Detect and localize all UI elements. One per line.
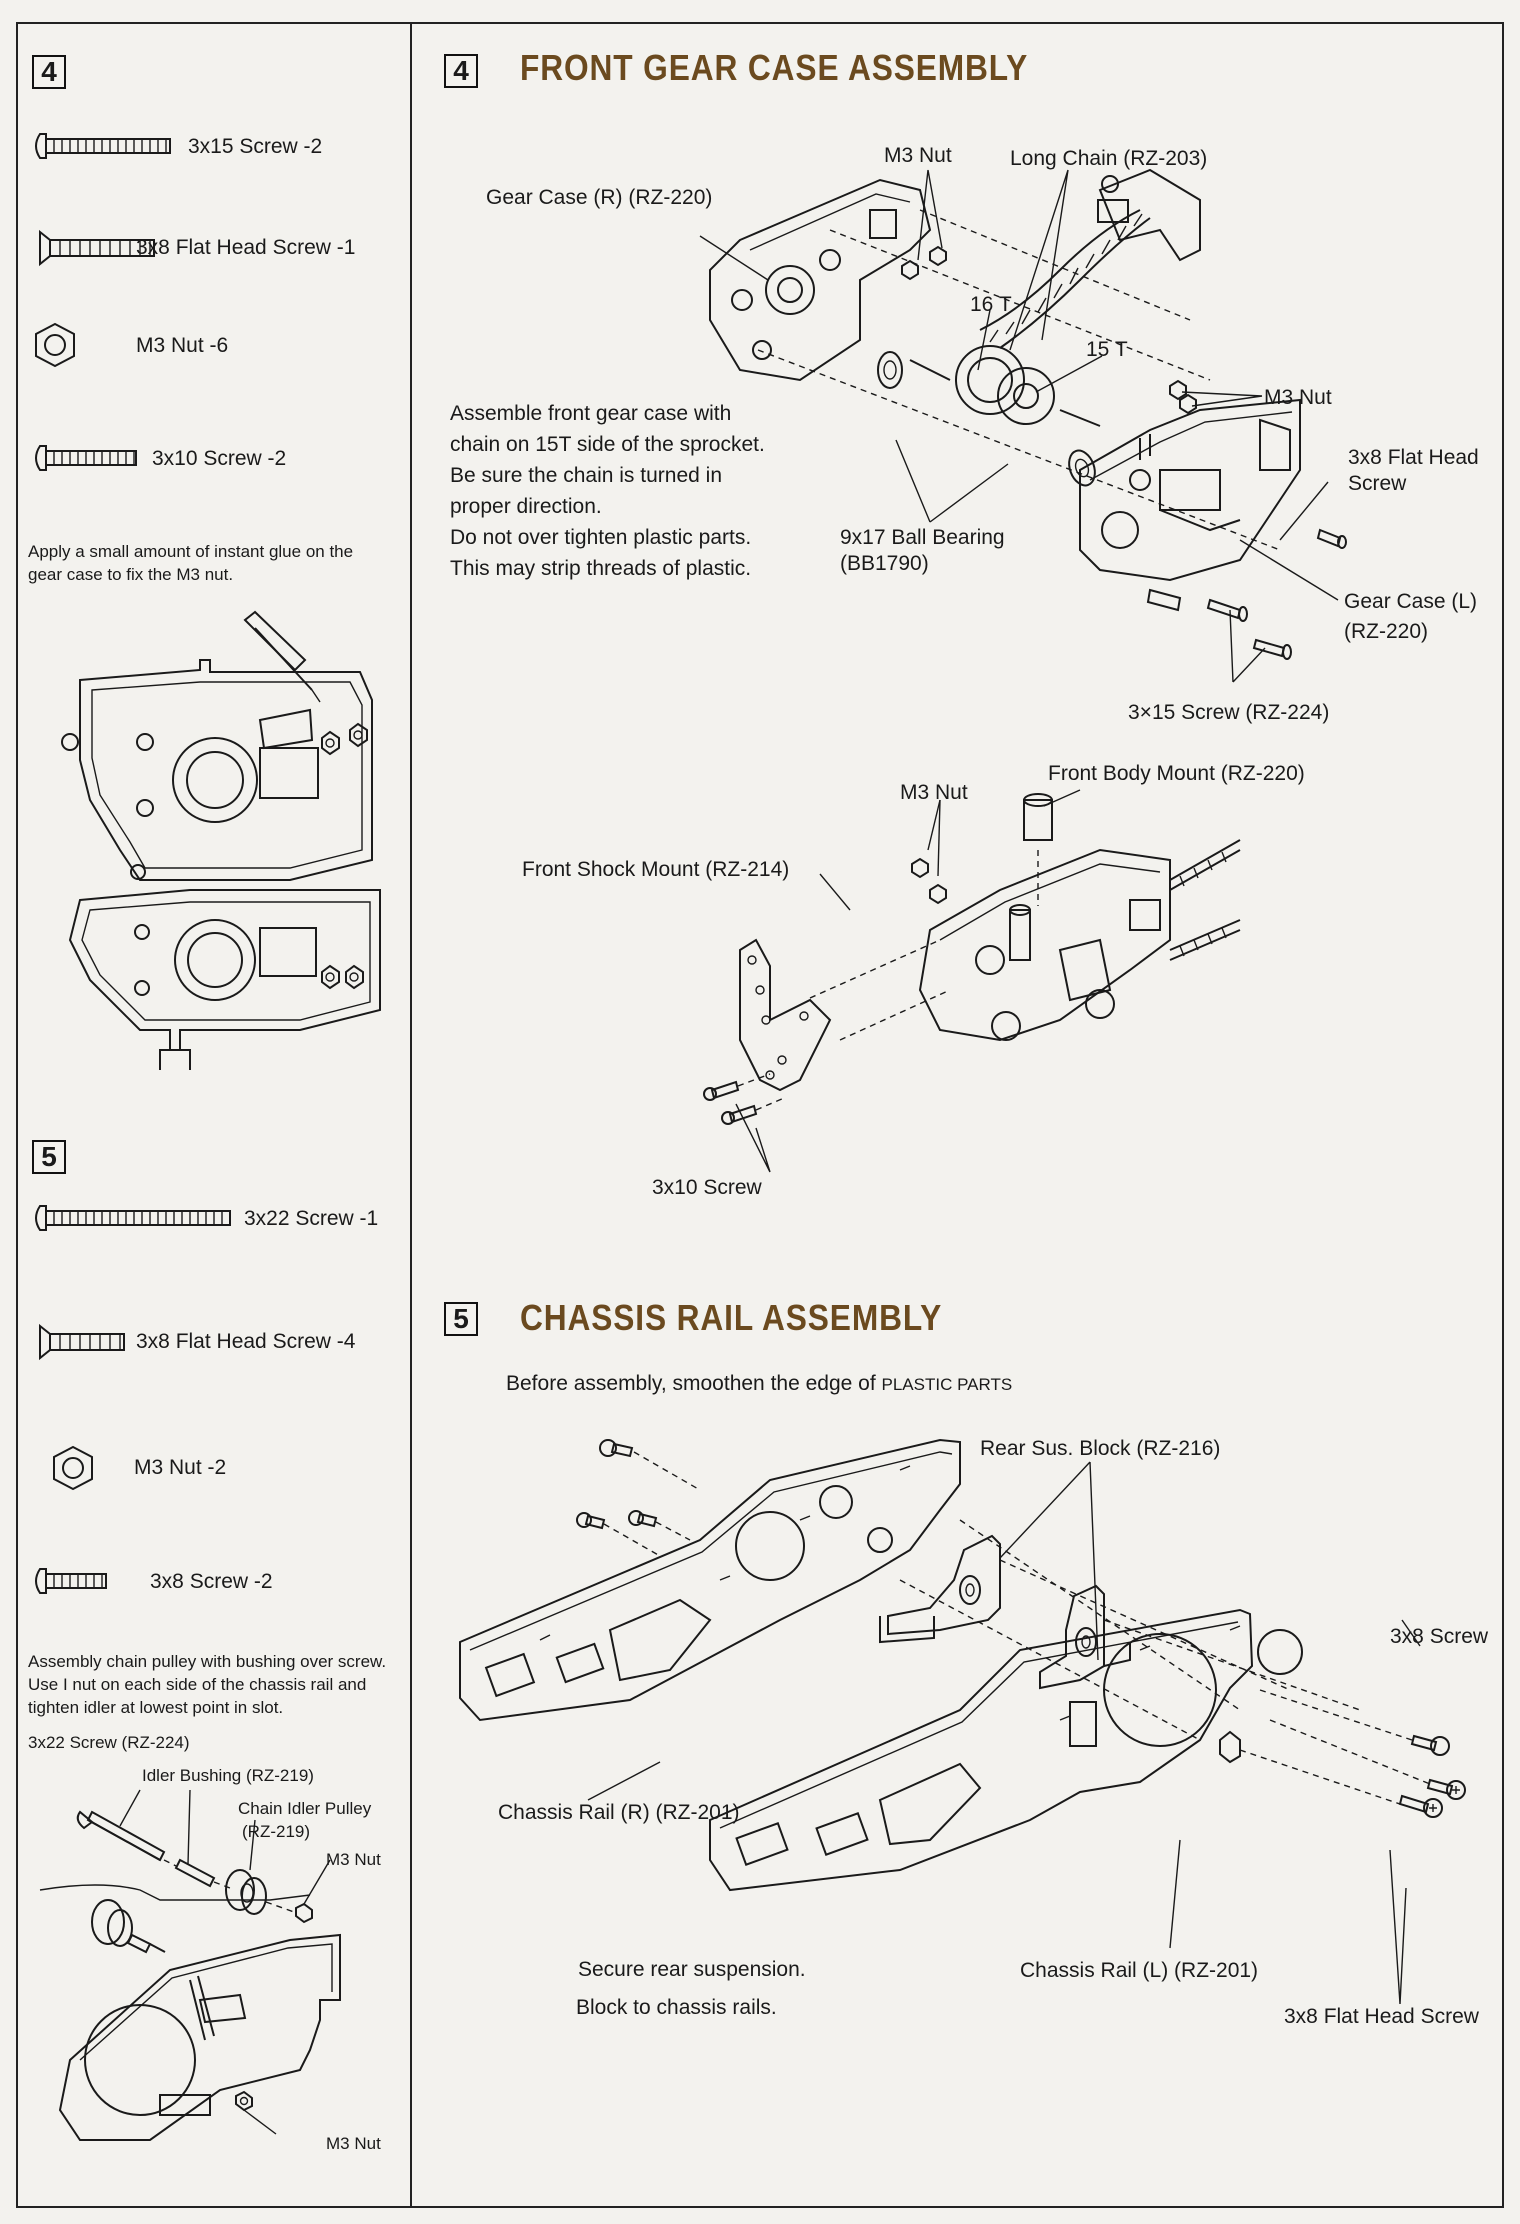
callout-3x8-screw: 3x8 Screw [1390,1625,1489,1648]
subtitle-caps: PLASTIC PARTS [881,1375,1013,1394]
instruction-line: Be sure the chain is turned in [450,464,722,487]
part-label: 3x8 Screw -2 [150,1570,273,1593]
front-shock-mount-drawing [703,789,1241,1173]
part-label: 3x10 Screw -2 [152,447,287,470]
subtitle-text: Before assembly, smoothen the edge of [506,1372,882,1395]
section4-instructions: Assemble front gear case with chain on 1… [450,398,850,584]
section5-subtitle: Before assembly, smoothen the edge of PL… [506,1372,1012,1396]
callout-3x10-screw: 3x10 Screw [652,1176,762,1199]
flat-head-screw-icon [39,229,155,267]
callout-3x22-screw: 3x22 Screw (RZ-224) [28,1733,190,1752]
section4-title: FRONT GEAR CASE ASSEMBLY [520,47,1029,88]
instruction-line: chain on 15T side of the sprocket. [450,433,765,456]
part-label: M3 Nut -6 [136,334,229,357]
round-head-screw-icon [35,1205,231,1231]
callout-ball-bearing-code: (BB1790) [840,552,929,575]
callout-m3-nut: M3 Nut [326,1850,381,1869]
chassis-rail-exploded-drawing [459,1438,1466,2005]
section4-number: 4 [444,54,478,88]
callout-front-shock-mount: Front Shock Mount (RZ-214) [522,858,790,881]
column-divider [410,22,412,2208]
callout-gear-case-l-code: (RZ-220) [1344,620,1429,643]
secure-note-line: Secure rear suspension. [578,1958,806,1981]
left-step4-number: 4 [32,55,66,89]
idler-note: Assembly chain pulley with bushing over … [28,1652,387,1717]
idler-pulley-drawing [39,1789,341,2141]
callout-rear-sus-block: Rear Sus. Block (RZ-216) [980,1437,1221,1460]
callout-chain-idler-pulley-code: (RZ-219) [242,1822,311,1841]
callout-m3-nut: M3 Nut [1264,386,1332,409]
gear-case-plates-drawing [61,610,381,1070]
callout-long-chain: Long Chain (RZ-203) [1010,147,1208,170]
callout-gear-case-l: Gear Case (L) [1344,590,1478,613]
callout-ball-bearing: 9x17 Ball Bearing [840,526,1005,549]
callout-flat-head-screw-2: Screw [1348,472,1407,495]
instruction-line: proper direction. [450,495,602,518]
callout-chassis-rail-r: Chassis Rail (R) (RZ-201) [498,1801,740,1824]
page-border [16,22,1504,2208]
part-label: 3x8 Flat Head Screw -1 [136,236,356,259]
flat-head-screw-icon [39,1323,125,1361]
round-head-screw-icon [35,445,137,471]
left-step5-number: 5 [32,1140,66,1174]
instruction-line: Do not over tighten plastic parts. [450,526,752,549]
callout-m3-nut: M3 Nut [884,144,952,167]
callout-chassis-rail-l: Chassis Rail (L) (RZ-201) [1020,1959,1259,1982]
instruction-line: Assemble front gear case with [450,402,732,425]
secure-note-line: Block to chassis rails. [576,1996,777,2019]
callout-16t: 16 T [970,293,1012,316]
part-label: 3x22 Screw -1 [244,1207,379,1230]
instruction-line: This may strip threads of plastic. [450,557,752,580]
part-label: 3x15 Screw -2 [188,135,323,158]
section5-number: 5 [444,1302,478,1336]
callout-idler-bushing: Idler Bushing (RZ-219) [142,1766,314,1785]
callout-gear-case-r: Gear Case (R) (RZ-220) [486,186,713,209]
callout-m3-nut: M3 Nut [900,781,968,804]
part-label: M3 Nut -2 [134,1456,227,1479]
callout-flat-head-screw: 3x8 Flat Head Screw [1284,2005,1479,2028]
callout-chain-idler-pulley: Chain Idler Pulley [238,1799,372,1818]
front-gear-case-exploded-drawing [699,168,1347,683]
hex-nut-icon [35,322,75,368]
callout-m3-nut: M3 Nut [326,2134,381,2153]
hex-nut-icon [53,1445,93,1491]
section5-title: CHASSIS RAIL ASSEMBLY [520,1297,943,1338]
callout-flat-head-screw: 3x8 Flat Head [1348,446,1479,469]
callout-3x15-screw: 3×15 Screw (RZ-224) [1128,701,1330,724]
round-head-screw-icon [35,1568,107,1594]
callout-front-body-mount: Front Body Mount (RZ-220) [1048,762,1305,785]
round-head-screw-icon [35,133,171,159]
glue-note: Apply a small amount of instant glue on … [28,542,354,584]
part-label: 3x8 Flat Head Screw -4 [136,1330,356,1353]
